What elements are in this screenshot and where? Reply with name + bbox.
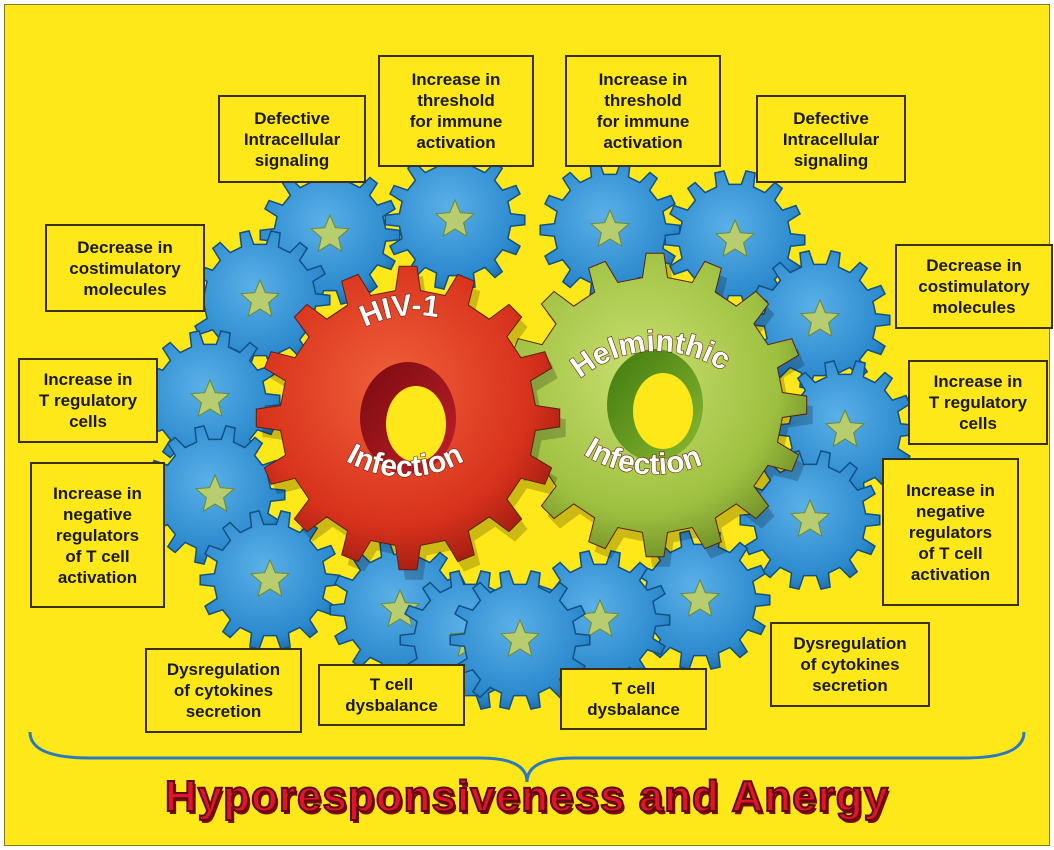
right-box-t-regulatory: Increase in T regulatory cells: [908, 360, 1048, 445]
right-box-negative-regulators: Increase in negative regulators of T cel…: [882, 458, 1019, 606]
left-box-t-regulatory: Increase in T regulatory cells: [18, 358, 158, 443]
right-box-threshold: Increase in threshold for immune activat…: [565, 55, 721, 167]
small-gear-icon: [629, 530, 771, 670]
small-gear-icon: [199, 510, 341, 650]
small-gear-icon: [449, 570, 591, 710]
right-box-dysbalance: T cell dysbalance: [560, 668, 707, 730]
left-box-cytokines: Dysregulation of cytokines secretion: [145, 648, 302, 733]
right-box-defective-signaling: Defective Intracellular signaling: [756, 95, 906, 183]
main-gears: [255, 252, 813, 580]
left-box-negative-regulators: Increase in negative regulators of T cel…: [30, 462, 165, 608]
small-gear-icon: [739, 450, 881, 590]
left-box-defective-signaling: Defective Intracellular signaling: [218, 95, 366, 183]
left-box-dysbalance: T cell dysbalance: [318, 664, 465, 726]
small-blue-gears: [139, 150, 916, 710]
hiv-gear-icon: [255, 265, 566, 580]
brace-line: [28, 731, 1026, 783]
conclusion-title: Hyporesponsiveness and Anergy: [164, 771, 890, 822]
left-box-threshold: Increase in threshold for immune activat…: [378, 55, 534, 167]
left-box-costimulatory: Decrease in costimulatory molecules: [45, 224, 205, 312]
right-box-cytokines: Dysregulation of cytokines secretion: [770, 622, 930, 707]
small-gear-icon: [384, 150, 526, 290]
right-box-costimulatory: Decrease in costimulatory molecules: [895, 244, 1053, 329]
helminth-gear-icon: [502, 252, 813, 567]
